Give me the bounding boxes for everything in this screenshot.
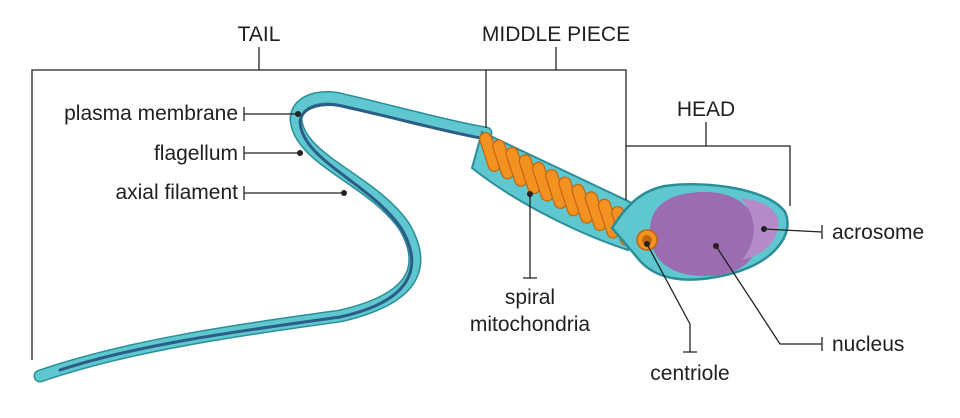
axial-filament-dot: [341, 190, 347, 196]
tail-bracket: [31, 47, 627, 360]
tail-membrane: [35, 92, 491, 381]
centriole-dot: [644, 241, 650, 247]
plasma-membrane-leader: [243, 107, 298, 121]
head-bracket: [626, 122, 791, 206]
middle-piece-bracket: [485, 47, 557, 128]
head: [610, 183, 789, 281]
centriole-leader: [646, 243, 697, 353]
plasma-membrane-dot: [295, 111, 301, 117]
axial-filament-label: axial filament: [115, 181, 238, 204]
nucleus-leader: [715, 245, 823, 351]
middle-piece-label: MIDDLE PIECE: [481, 23, 631, 46]
leader-lines: [31, 47, 823, 360]
flagellum-label: flagellum: [153, 142, 238, 165]
acrosome-label: acrosome: [832, 221, 925, 244]
tail-label: TAIL: [237, 23, 281, 46]
spiral-mitochondria: [479, 132, 643, 246]
spiral-mitochondria-label: spiral mitochondria: [470, 284, 590, 338]
flagellum-leader: [243, 146, 300, 160]
plasma-membrane-label: plasma membrane: [64, 102, 238, 125]
acrosome-leader: [763, 225, 823, 239]
flagellum-dot: [297, 150, 303, 156]
middle-piece: [470, 130, 643, 252]
spiral-label-line: spiral: [504, 286, 556, 309]
flagellum-strand: [58, 103, 488, 372]
acrosome-shape: [740, 198, 779, 260]
axial-filament-leader: [243, 186, 344, 200]
nucleus-dot: [713, 243, 719, 249]
tail-outline: [33, 91, 493, 383]
spiral-mitochondria-dot: [527, 191, 533, 197]
head-label: HEAD: [676, 98, 736, 121]
mitochondria-label-line: mitochondria: [469, 313, 591, 336]
spiral-mitochondria-leader: [523, 194, 537, 279]
nucleus-label: nucleus: [832, 333, 905, 356]
anchor-dots: [295, 111, 767, 249]
centriole-label: centriole: [650, 362, 730, 385]
acrosome-dot: [761, 226, 767, 232]
tail: [33, 91, 493, 383]
nucleus-shape: [649, 192, 758, 276]
